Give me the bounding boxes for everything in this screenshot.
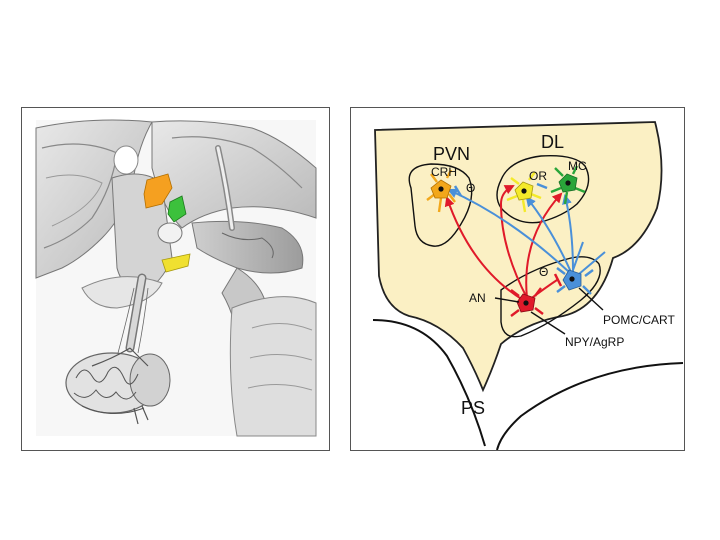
- pomc-neuron: [556, 267, 594, 295]
- ps-outline-left: [372, 319, 486, 447]
- mc-inhibit-bar: [536, 182, 548, 190]
- pomc-dendrites: [572, 241, 606, 275]
- crh-neuron: [426, 169, 456, 213]
- yellow-nucleus-highlight: [161, 253, 191, 273]
- pomc-to-crh-axon: [447, 188, 570, 273]
- label-an: AN: [469, 291, 486, 305]
- an-leader-line: [494, 297, 520, 303]
- npy-pomc-inhibit-bar: [553, 273, 563, 287]
- pomc-to-or-axon: [525, 196, 572, 273]
- npy-to-or-axon: [499, 185, 528, 299]
- pomc-leader-line: [578, 287, 604, 311]
- label-mc: MC: [568, 159, 587, 173]
- neural-circuit-diagram: PVN DL CRH Θ OR MC Θ AN POMC/CART NPY/Ag…: [372, 121, 684, 450]
- npy-to-crh-axon: [444, 196, 524, 301]
- label-crh: CRH: [431, 165, 457, 179]
- green-nucleus-highlight: [167, 195, 187, 223]
- or-neuron: [506, 171, 542, 213]
- brain-anatomy-illustration: [35, 119, 317, 437]
- crh-inhibit-bar: [453, 185, 463, 197]
- ps-outline-right: [496, 362, 684, 450]
- label-inhibit-2: Θ: [539, 265, 548, 279]
- pvn-nucleus-outline: [408, 163, 473, 247]
- label-ps: PS: [461, 398, 485, 418]
- arcuate-nucleus-outline: [500, 256, 601, 338]
- label-inhibit-1: Θ: [466, 181, 475, 195]
- npy-neuron: [510, 287, 544, 317]
- orange-nucleus-highlight: [143, 173, 173, 209]
- label-or: OR: [529, 169, 547, 183]
- label-dl: DL: [541, 132, 564, 152]
- mc-neuron: [550, 165, 586, 205]
- brain-anatomy-panel: [21, 107, 330, 451]
- label-pvn: PVN: [433, 144, 470, 164]
- npy-leader-line: [530, 311, 566, 335]
- label-pomc-cart: POMC/CART: [603, 313, 675, 327]
- label-npy-agrp: NPY/AgRP: [565, 335, 624, 349]
- neural-circuit-panel: PVN DL CRH Θ OR MC Θ AN POMC/CART NPY/Ag…: [350, 107, 685, 451]
